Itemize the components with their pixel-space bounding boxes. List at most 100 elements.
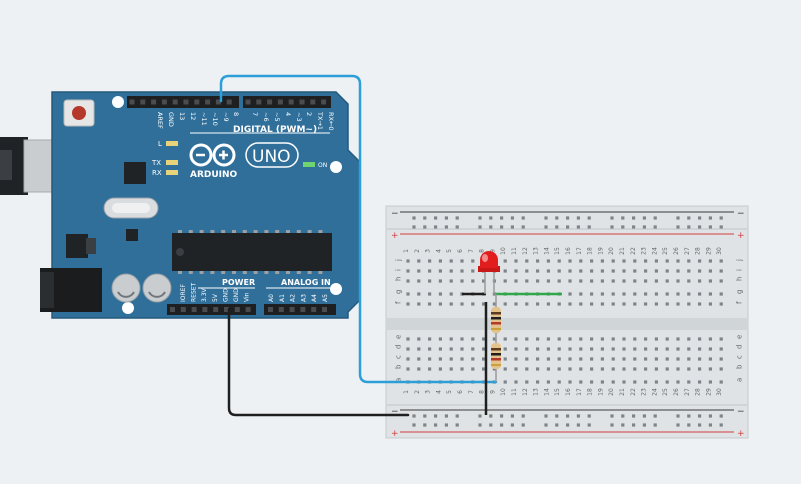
rail-hole[interactable] bbox=[653, 414, 657, 418]
rail-hole[interactable] bbox=[621, 216, 625, 220]
terminal-hole[interactable] bbox=[417, 337, 421, 341]
terminal-hole[interactable] bbox=[417, 302, 421, 306]
terminal-hole[interactable] bbox=[546, 337, 550, 341]
rail-hole[interactable] bbox=[434, 423, 438, 427]
blue-wire[interactable] bbox=[219, 74, 498, 384]
terminal-hole[interactable] bbox=[503, 357, 507, 361]
terminal-hole[interactable] bbox=[600, 259, 604, 263]
terminal-hole[interactable] bbox=[471, 269, 475, 273]
terminal-hole[interactable] bbox=[428, 337, 432, 341]
rail-hole[interactable] bbox=[510, 414, 514, 418]
terminal-hole[interactable] bbox=[590, 367, 594, 371]
header-pin[interactable] bbox=[310, 99, 316, 105]
terminal-hole[interactable] bbox=[654, 380, 658, 384]
terminal-hole[interactable] bbox=[460, 367, 464, 371]
terminal-hole[interactable] bbox=[611, 279, 615, 283]
terminal-hole[interactable] bbox=[590, 357, 594, 361]
terminal-hole[interactable] bbox=[600, 347, 604, 351]
terminal-hole[interactable] bbox=[503, 302, 507, 306]
terminal-hole[interactable] bbox=[622, 259, 626, 263]
header-pin[interactable] bbox=[129, 99, 135, 105]
terminal-hole[interactable] bbox=[676, 357, 680, 361]
rail-hole[interactable] bbox=[708, 414, 712, 418]
rail-hole[interactable] bbox=[653, 216, 657, 220]
terminal-hole[interactable] bbox=[568, 347, 572, 351]
terminal-hole[interactable] bbox=[557, 302, 561, 306]
rail-hole[interactable] bbox=[444, 225, 448, 229]
terminal-hole[interactable] bbox=[568, 269, 572, 273]
terminal-hole[interactable] bbox=[406, 279, 410, 283]
terminal-hole[interactable] bbox=[590, 337, 594, 341]
terminal-hole[interactable] bbox=[676, 347, 680, 351]
terminal-hole[interactable] bbox=[665, 347, 669, 351]
terminal-hole[interactable] bbox=[622, 357, 626, 361]
terminal-hole[interactable] bbox=[525, 269, 529, 273]
terminal-hole[interactable] bbox=[482, 357, 486, 361]
rail-hole[interactable] bbox=[576, 216, 580, 220]
rail-hole[interactable] bbox=[521, 225, 525, 229]
terminal-hole[interactable] bbox=[536, 259, 540, 263]
terminal-hole[interactable] bbox=[708, 357, 712, 361]
header-pin[interactable] bbox=[180, 307, 186, 312]
terminal-hole[interactable] bbox=[428, 292, 432, 296]
terminal-hole[interactable] bbox=[525, 380, 529, 384]
terminal-hole[interactable] bbox=[406, 367, 410, 371]
terminal-hole[interactable] bbox=[438, 292, 442, 296]
terminal-hole[interactable] bbox=[611, 302, 615, 306]
terminal-hole[interactable] bbox=[644, 259, 648, 263]
terminal-hole[interactable] bbox=[417, 279, 421, 283]
rail-hole[interactable] bbox=[676, 423, 680, 427]
terminal-hole[interactable] bbox=[654, 347, 658, 351]
terminal-hole[interactable] bbox=[708, 337, 712, 341]
terminal-hole[interactable] bbox=[654, 279, 658, 283]
terminal-hole[interactable] bbox=[460, 259, 464, 263]
rail-hole[interactable] bbox=[489, 225, 493, 229]
header-pin[interactable] bbox=[245, 307, 251, 312]
terminal-hole[interactable] bbox=[665, 337, 669, 341]
rail-hole[interactable] bbox=[544, 225, 548, 229]
terminal-hole[interactable] bbox=[719, 269, 723, 273]
terminal-hole[interactable] bbox=[708, 292, 712, 296]
terminal-hole[interactable] bbox=[698, 347, 702, 351]
rail-hole[interactable] bbox=[632, 225, 636, 229]
terminal-hole[interactable] bbox=[622, 279, 626, 283]
header-pin[interactable] bbox=[256, 99, 262, 105]
terminal-hole[interactable] bbox=[644, 269, 648, 273]
terminal-hole[interactable] bbox=[600, 279, 604, 283]
terminal-hole[interactable] bbox=[611, 269, 615, 273]
terminal-hole[interactable] bbox=[428, 302, 432, 306]
rail-hole[interactable] bbox=[642, 216, 646, 220]
terminal-hole[interactable] bbox=[428, 269, 432, 273]
header-pin[interactable] bbox=[213, 307, 219, 312]
terminal-hole[interactable] bbox=[449, 259, 453, 263]
terminal-hole[interactable] bbox=[590, 302, 594, 306]
terminal-hole[interactable] bbox=[471, 357, 475, 361]
header-pin[interactable] bbox=[170, 307, 175, 312]
rail-hole[interactable] bbox=[676, 225, 680, 229]
rail-hole[interactable] bbox=[719, 423, 723, 427]
terminal-hole[interactable] bbox=[687, 279, 691, 283]
terminal-hole[interactable] bbox=[428, 347, 432, 351]
rail-hole[interactable] bbox=[489, 414, 493, 418]
terminal-hole[interactable] bbox=[503, 259, 507, 263]
terminal-hole[interactable] bbox=[417, 357, 421, 361]
terminal-hole[interactable] bbox=[471, 259, 475, 263]
rail-hole[interactable] bbox=[489, 423, 493, 427]
terminal-hole[interactable] bbox=[579, 269, 583, 273]
rail-hole[interactable] bbox=[500, 423, 504, 427]
terminal-hole[interactable] bbox=[611, 357, 615, 361]
terminal-hole[interactable] bbox=[449, 367, 453, 371]
terminal-hole[interactable] bbox=[622, 302, 626, 306]
header-pin[interactable] bbox=[268, 307, 273, 312]
terminal-hole[interactable] bbox=[536, 279, 540, 283]
terminal-hole[interactable] bbox=[590, 292, 594, 296]
terminal-hole[interactable] bbox=[654, 259, 658, 263]
terminal-hole[interactable] bbox=[557, 337, 561, 341]
terminal-hole[interactable] bbox=[525, 302, 529, 306]
rail-hole[interactable] bbox=[521, 414, 525, 418]
rail-hole[interactable] bbox=[621, 423, 625, 427]
terminal-hole[interactable] bbox=[622, 367, 626, 371]
terminal-hole[interactable] bbox=[590, 279, 594, 283]
rail-hole[interactable] bbox=[555, 414, 559, 418]
terminal-hole[interactable] bbox=[665, 269, 669, 273]
